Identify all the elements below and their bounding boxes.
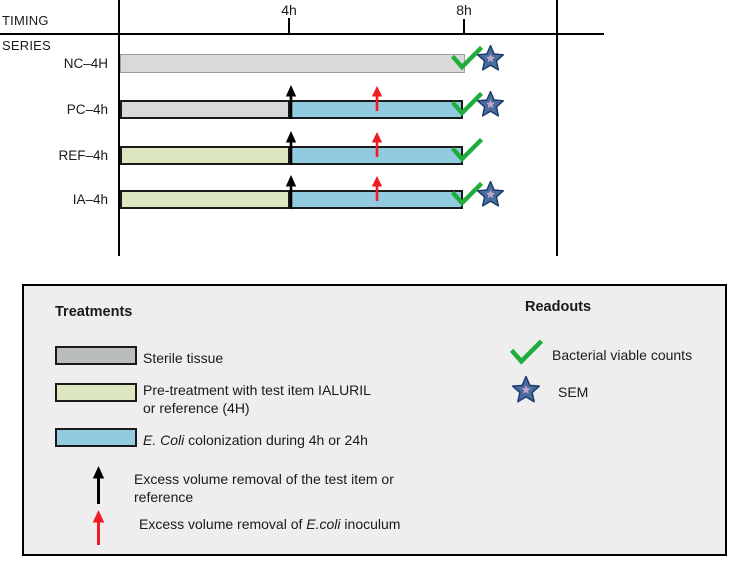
sem-readout-label: SEM (558, 384, 589, 400)
row-label-ref-4h: REF–4h (58, 148, 108, 163)
row-label-nc-4h: NC–4H (63, 56, 108, 71)
timeline-end-line (556, 0, 558, 256)
bar-nc-sterile-tissue (120, 54, 465, 73)
sem-star-icon (476, 45, 505, 71)
black-arrow-icon (285, 175, 297, 209)
timeline-axis-line (0, 33, 604, 35)
red-arrow-icon (371, 132, 383, 157)
sterile-tissue-label: Sterile tissue (143, 350, 224, 366)
red-arrow-icon (92, 510, 105, 545)
black-arrow-icon (92, 466, 105, 504)
red-arrow-label: Excess volume removal of E.coli inoculum (139, 515, 400, 533)
check-readout-label: Bacterial viable counts (552, 347, 693, 363)
black-arrow-label-line2: reference (134, 489, 194, 505)
tick-label-4h: 4h (281, 2, 297, 18)
legend-treatments-title: Treatments (55, 304, 133, 320)
ecoli-colonization-swatch (55, 428, 137, 447)
pretreatment-label-line2: or reference (4H) (143, 400, 250, 416)
pretreatment-label: Pre-treatment with test item IALURIL or … (143, 381, 371, 417)
check-icon (451, 92, 483, 117)
bar-ia-pretreatment (120, 190, 290, 209)
legend-box: Treatments Sterile tissue Pre-treatment … (22, 284, 727, 556)
tick-label-8h: 8h (456, 2, 472, 18)
legend-readouts-title: Readouts (525, 299, 592, 315)
red-arrow-icon (371, 86, 383, 111)
sem-star-icon (511, 376, 541, 403)
timing-label: TIMING (2, 13, 49, 28)
red-arrow-label-italic: E.coli (306, 516, 341, 532)
check-icon (510, 339, 543, 365)
sem-star-icon (476, 91, 505, 117)
row-label-ia-4h: IA–4h (72, 192, 108, 207)
black-arrow-label: Excess volume removal of the test item o… (134, 470, 394, 506)
timeline-start-line (118, 0, 120, 256)
black-arrow-icon (285, 85, 297, 119)
black-arrow-icon (285, 131, 297, 165)
series-label: SERIES (2, 38, 51, 53)
bar-pc-sterile-tissue (120, 100, 290, 119)
black-arrow-label-line1: Excess volume removal of the test item o… (134, 471, 394, 487)
ecoli-rest-text: colonization during 4h or 24h (184, 432, 368, 448)
sem-star-icon (476, 181, 505, 207)
bar-ref-pretreatment (120, 146, 290, 165)
row-label-pc-4h: PC–4h (66, 102, 108, 117)
ecoli-colonization-label: E. Coli colonization during 4h or 24h (143, 431, 368, 449)
ecoli-italic-text: E. Coli (143, 432, 185, 448)
red-arrow-label-post: inoculum (340, 516, 401, 532)
pretreatment-swatch (55, 383, 137, 402)
check-icon (451, 138, 483, 163)
pretreatment-label-line1: Pre-treatment with test item IALURIL (143, 382, 371, 398)
check-icon (451, 46, 483, 71)
check-icon (451, 182, 483, 207)
tick-mark-4h (288, 18, 290, 33)
tick-mark-8h (463, 19, 465, 33)
red-arrow-label-pre: Excess volume removal of (139, 516, 307, 532)
sterile-tissue-swatch (55, 346, 137, 365)
red-arrow-icon (371, 176, 383, 201)
